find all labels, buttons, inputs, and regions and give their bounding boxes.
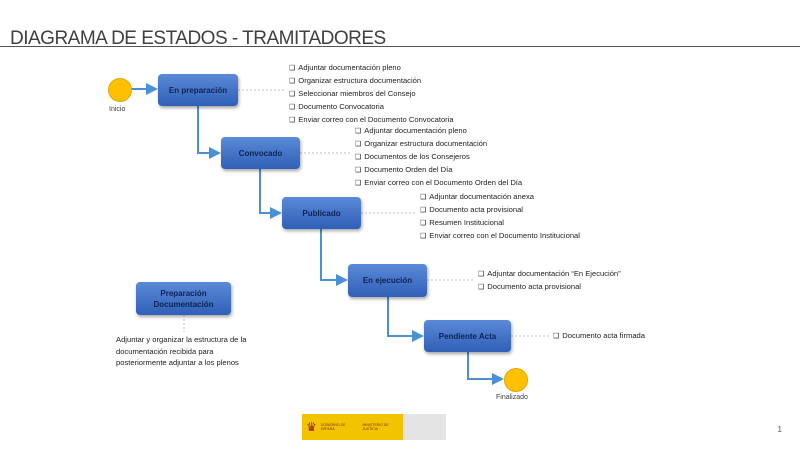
start-node — [108, 78, 132, 102]
end-label: Finalizado — [496, 394, 528, 401]
state-publicado: Publicado — [282, 197, 361, 229]
checklist-item: Documentos de los Consejeros — [355, 151, 522, 164]
state-4-items: Documento acta firmada — [553, 330, 645, 343]
state-1-items: Adjuntar documentación pleno Organizar e… — [355, 125, 522, 190]
state-2-items: Adjuntar documentación anexa Documento a… — [420, 191, 580, 243]
logo-text-1: GOBIERNO DE ESPAÑA — [320, 423, 346, 431]
page-title: DIAGRAMA DE ESTADOS - TRAMITADORES — [10, 28, 386, 49]
legend-box: Preparación Documentación — [136, 282, 231, 315]
checklist-item: Adjuntar documentación anexa — [420, 191, 580, 204]
state-0-items: Adjuntar documentación pleno Organizar e… — [289, 62, 454, 127]
title-underline — [0, 46, 800, 47]
checklist-item: Seleccionar miembros del Consejo — [289, 88, 454, 101]
checklist-item: Documento Convocatoria — [289, 101, 454, 114]
checklist-item: Documento acta provisional — [478, 281, 621, 294]
logo-text-2: MINISTERIO DE JUSTICIA — [362, 423, 389, 431]
end-node — [504, 368, 528, 392]
state-convocado: Convocado — [221, 137, 300, 169]
checklist-item: Enviar correo con el Documento Convocato… — [289, 114, 453, 127]
checklist-item: Adjuntar documentación “En Ejecución” — [478, 268, 620, 281]
ministry-logo: ♛GOBIERNO DE ESPAÑA MINISTERIO DE JUSTICI… — [302, 414, 446, 440]
checklist-item: Documento acta provisional — [420, 204, 580, 217]
state-en-ejecucion: En ejecución — [348, 264, 427, 297]
checklist-item: Documento acta firmada — [553, 330, 645, 343]
state-en-preparacion: En preparación — [158, 74, 238, 106]
legend-note: Adjuntar y organizar la estructura de la… — [116, 335, 247, 367]
state-pendiente-acta: Pendiente Acta — [424, 320, 511, 352]
logo-secondary — [403, 414, 446, 440]
checklist-item: Enviar correo con el Documento Orden del… — [355, 177, 522, 190]
state-3-items: Adjuntar documentación “En Ejecución” Do… — [478, 268, 621, 294]
checklist-item: Organizar estructura documentación — [289, 75, 454, 88]
checklist-item: Adjuntar documentación pleno — [289, 62, 454, 75]
checklist-item: Resumen Institucional — [420, 217, 580, 230]
checklist-item: Organizar estructura documentación — [355, 138, 522, 151]
checklist-item: Adjuntar documentación pleno — [355, 125, 522, 138]
page-number: 1 — [777, 425, 782, 434]
coat-of-arms-icon: ♛ — [306, 420, 317, 434]
start-label: Inicio — [109, 106, 126, 113]
checklist-item: Documento Orden del Día — [355, 164, 522, 177]
checklist-item: Enviar correo con el Documento Instituci… — [420, 230, 580, 243]
